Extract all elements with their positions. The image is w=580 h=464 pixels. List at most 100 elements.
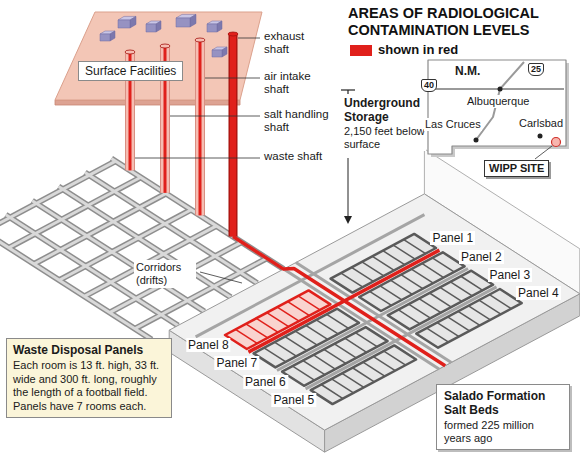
- panel-label: Panel 8: [186, 338, 231, 352]
- shaft: [196, 40, 204, 215]
- room-divider: [409, 304, 431, 318]
- room-divider: [458, 311, 480, 325]
- drift-tunnel: [84, 226, 216, 297]
- room-divider: [352, 267, 374, 281]
- room-divider: [324, 349, 346, 363]
- disposal-panel: [311, 345, 416, 404]
- room-divider: [298, 296, 320, 310]
- title-block: AREAS OF RADIOLOGICAL CONTAMINATION LEVE…: [348, 5, 574, 39]
- info-box: Waste Disposal PanelsEach room is 13 ft.…: [6, 338, 172, 418]
- room-divider: [288, 302, 310, 316]
- highway-shield-holder: 40: [421, 79, 437, 92]
- room-divider: [235, 329, 257, 343]
- box-body: Each room is 13 ft. high, 33 ft. wide an…: [13, 359, 165, 413]
- panel-label-holder: Panel 1: [430, 231, 475, 245]
- corridor-label-holder: Corridors (drifts): [134, 260, 196, 288]
- shaft-label: air intake shaft: [264, 70, 332, 96]
- room-divider: [398, 310, 420, 324]
- panel-label-holder: Panel 4: [516, 286, 561, 300]
- highway-shield: 40: [421, 79, 437, 92]
- surface-plate-edge: [55, 100, 240, 105]
- panel-label: Panel 6: [243, 375, 288, 389]
- building-side: [190, 14, 196, 27]
- building-front: [212, 50, 222, 57]
- panel-label-holder: Panel 7: [214, 356, 259, 370]
- city-label: Las Cruces: [424, 118, 482, 131]
- room-divider: [332, 379, 354, 393]
- shaft-label-holder: salt handling shaft: [264, 108, 332, 134]
- city-label-holder: Las Cruces: [424, 118, 482, 131]
- legend-swatch: [350, 45, 372, 56]
- room-divider: [450, 282, 472, 296]
- state-label-holder: N.M.: [455, 64, 480, 78]
- building-side: [110, 31, 115, 41]
- city-label-holder: Carlsbad: [518, 117, 564, 130]
- leader-line: [238, 38, 260, 39]
- building-front: [100, 34, 110, 41]
- shaft: [230, 34, 237, 237]
- room-divider: [461, 276, 483, 290]
- room-divider: [264, 348, 286, 362]
- room-divider: [267, 313, 289, 327]
- building-front: [176, 18, 190, 27]
- shaft-label: exhaust shaft: [264, 30, 332, 56]
- depth-note: 2,150 feet below surface: [344, 125, 426, 151]
- panel-label: Panel 4: [516, 286, 561, 300]
- room-divider: [256, 318, 278, 332]
- drift-tunnel: [84, 226, 216, 297]
- site-label: WIPP SITE: [484, 160, 549, 177]
- room-divider: [293, 366, 315, 380]
- building-front: [146, 24, 156, 32]
- room-divider: [327, 314, 349, 328]
- panel-label-holder: Panel 2: [459, 250, 504, 264]
- room-divider: [370, 291, 392, 305]
- highway-shield-holder: 25: [528, 63, 544, 76]
- room-divider: [383, 251, 405, 265]
- depth-callout-holder: Underground Storage: [344, 96, 426, 124]
- city-label-holder: Albuquerque: [466, 95, 530, 108]
- room-divider: [316, 320, 338, 334]
- room-divider: [430, 293, 452, 307]
- drift-tunnel: [34, 194, 166, 265]
- building-side: [217, 21, 222, 32]
- room-divider: [469, 306, 491, 320]
- drift-tunnel: [34, 194, 166, 265]
- room-divider: [274, 342, 296, 356]
- room-divider: [422, 263, 444, 277]
- chart-title: AREAS OF RADIOLOGICAL CONTAMINATION LEVE…: [348, 5, 574, 39]
- room-divider: [246, 324, 268, 338]
- room-divider: [404, 240, 426, 254]
- leader-line: [205, 78, 260, 79]
- room-divider: [303, 361, 325, 375]
- contaminated-corridor: [233, 237, 445, 366]
- room-divider: [393, 245, 415, 259]
- panel-label-holder: Panel 3: [488, 268, 533, 282]
- box-heading: Waste Disposal Panels: [13, 343, 165, 357]
- room-divider: [440, 287, 462, 301]
- room-divider: [380, 286, 402, 300]
- room-divider: [391, 280, 413, 294]
- legend-entry: shown in red: [378, 42, 458, 57]
- room-divider: [437, 323, 459, 337]
- room-divider: [411, 269, 433, 283]
- shaft-label: salt handling shaft: [264, 108, 332, 134]
- room-divider: [306, 325, 328, 339]
- room-divider: [334, 344, 356, 358]
- room-divider: [373, 357, 395, 371]
- panel-label-holder: Panel 8: [186, 338, 231, 352]
- drift-tunnel: [9, 177, 141, 248]
- room-divider: [277, 307, 299, 321]
- shaft: [199, 40, 202, 215]
- city-dot: [474, 138, 479, 143]
- room-divider: [372, 256, 394, 270]
- drift-tunnel: [9, 177, 141, 248]
- room-divider: [321, 384, 343, 398]
- room-divider: [345, 338, 367, 352]
- panel-label-holder: Panel 5: [272, 393, 317, 407]
- building-side: [222, 47, 227, 57]
- room-divider: [432, 258, 454, 272]
- room-divider: [295, 331, 317, 345]
- leader-line: [535, 146, 552, 159]
